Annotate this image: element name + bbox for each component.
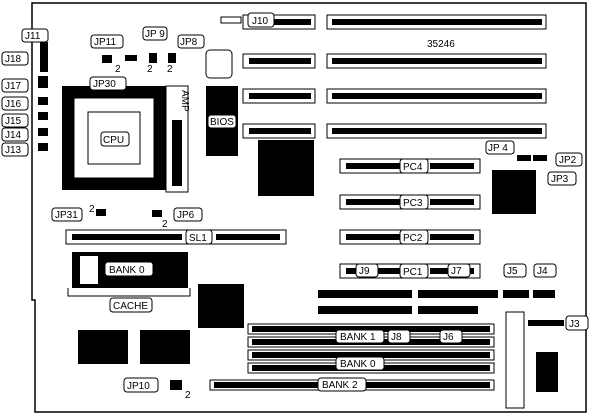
- j9-label: J9: [359, 266, 370, 277]
- jp6-label: JP6: [177, 210, 195, 221]
- j10-label-box: [247, 12, 275, 28]
- keyboard-connector: [536, 352, 558, 392]
- j11-label: J11: [25, 31, 41, 42]
- jp31-label: JP31: [55, 210, 78, 221]
- bank2-label: BANK 2: [322, 380, 358, 391]
- jp31-jumper: [96, 209, 106, 216]
- j8-header: [318, 306, 412, 314]
- jp11-pin-marker: 2: [115, 64, 121, 75]
- chip-3: [198, 284, 244, 328]
- j10-label: J10: [252, 16, 269, 27]
- jp30-label: JP30: [93, 79, 116, 90]
- jp3-label: JP3: [551, 174, 569, 185]
- amp-label: AMP: [179, 90, 190, 112]
- jp9-pin-marker: 2: [147, 64, 153, 75]
- pc4-label: PC4: [403, 162, 423, 173]
- chipset-1: [258, 140, 314, 196]
- j8-label: J8: [391, 332, 402, 343]
- j5-header: [503, 290, 529, 298]
- pc1-label: PC1: [403, 267, 423, 278]
- j9-header: [318, 290, 412, 298]
- cache-label: CACHE: [113, 301, 148, 312]
- oscillator: [205, 49, 233, 79]
- jp10-jumper: [170, 380, 182, 390]
- j4-label: J4: [537, 266, 548, 277]
- jp2-label: JP2: [559, 155, 577, 166]
- jp6-jumper: [152, 210, 162, 217]
- bank0-label: BANK 0: [340, 359, 376, 370]
- j3-label: J3: [569, 319, 580, 330]
- jp6-pin-marker: 2: [162, 219, 168, 230]
- j4-header: [533, 290, 555, 298]
- j14-label: J14: [5, 130, 22, 141]
- jp10-label: JP10: [127, 381, 150, 392]
- jp31-pin-marker: 2: [89, 204, 95, 215]
- cpu-label: CPU: [103, 135, 124, 146]
- j16-label: J16: [5, 99, 22, 110]
- chipset-2: [492, 170, 536, 214]
- board-model-number: 35246: [427, 39, 455, 50]
- chip-5: [140, 330, 190, 364]
- pc2-label: PC2: [403, 233, 423, 244]
- j18-label: J18: [5, 54, 22, 65]
- j6-label: J6: [443, 332, 454, 343]
- j6-header: [418, 306, 478, 314]
- jp4-label: JP 4: [488, 143, 508, 154]
- cache-bank0-label: BANK 0: [109, 265, 145, 276]
- j3-header: [528, 320, 564, 326]
- j17-label: J17: [5, 81, 22, 92]
- jp11-jumper: [102, 55, 112, 63]
- jp8-jumper: [168, 53, 176, 63]
- jp11-label: JP11: [94, 37, 116, 48]
- power-connector: [505, 311, 525, 409]
- j13-label: J13: [5, 145, 22, 156]
- jp9-label: JP 9: [145, 29, 165, 40]
- jp8-pin-marker: 2: [167, 64, 173, 75]
- jp9-jumper: [149, 53, 157, 63]
- j15-label: J15: [5, 116, 22, 127]
- chip-4: [78, 330, 128, 364]
- j7-label: J7: [451, 266, 462, 277]
- bank1-label: BANK 1: [340, 332, 376, 343]
- jp10-pin-marker: 2: [185, 390, 191, 401]
- sl1-label: SL1: [189, 233, 207, 244]
- j5-label: J5: [507, 266, 518, 277]
- j10-header: [220, 16, 242, 24]
- bios-label: BIOS: [210, 117, 234, 128]
- isa-slots: [242, 14, 547, 139]
- jp8-label: JP8: [180, 37, 198, 48]
- j7-header: [418, 290, 498, 298]
- pc3-label: PC3: [403, 198, 423, 209]
- left-headers: [38, 42, 48, 151]
